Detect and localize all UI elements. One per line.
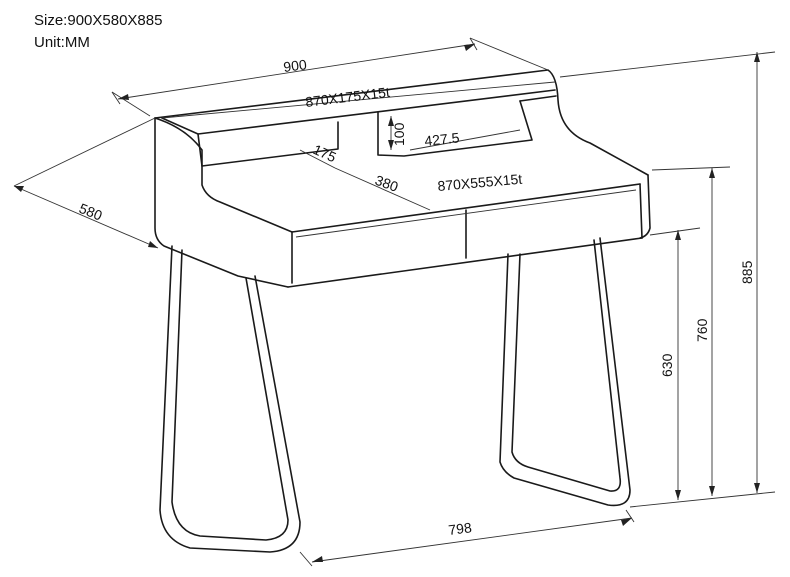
dim-desk-panel: 870X555X15t — [437, 171, 523, 194]
dim-shelf-panel: 870X175X15t — [304, 84, 390, 110]
dimension-lines — [13, 37, 776, 567]
size-label: Size:900X580X885 — [34, 12, 163, 29]
desk-body — [154, 69, 651, 288]
dim-height-desk: 760 — [694, 318, 710, 342]
dim-depth-175: 175 — [311, 141, 339, 165]
dimension-arrows — [14, 44, 760, 562]
dim-depth-total: 580 — [77, 200, 105, 224]
dim-leg-span: 798 — [447, 519, 472, 538]
unit-label: Unit:MM — [34, 34, 90, 51]
dim-height-under: 630 — [659, 353, 675, 377]
dim-shelf-opening: 427.5 — [424, 129, 461, 149]
dim-height-total: 885 — [739, 260, 755, 284]
sled-legs — [159, 237, 631, 553]
dim-depth-380: 380 — [373, 172, 401, 195]
dim-width-top: 900 — [282, 56, 307, 75]
dim-shelf-height: 100 — [391, 122, 407, 146]
